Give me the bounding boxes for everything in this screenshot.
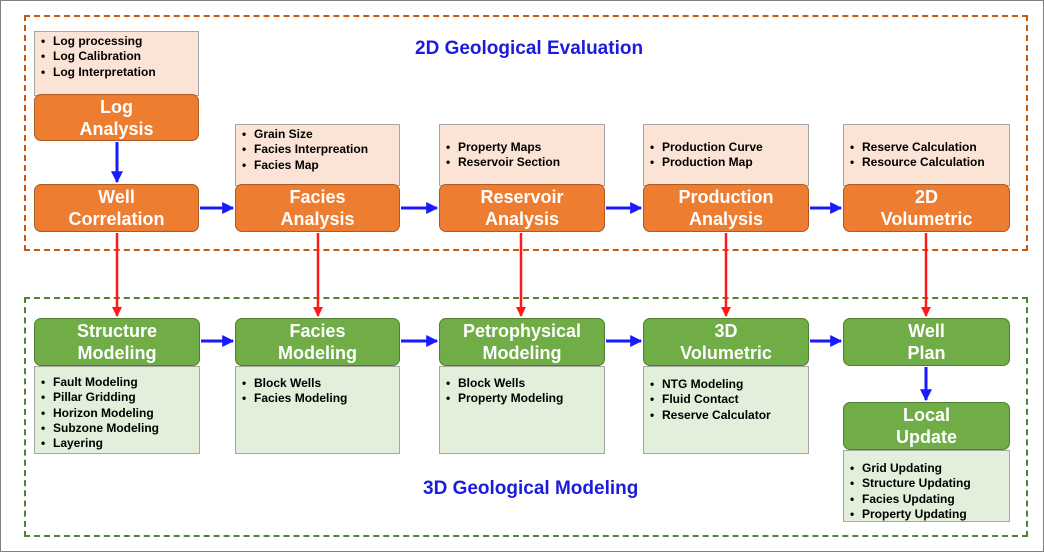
note-item: Facies Map <box>242 158 393 173</box>
box-label: Facies <box>289 321 346 341</box>
box-label: Structure <box>76 321 157 341</box>
structure-modeling-box: Structure Modeling <box>34 318 200 366</box>
box-label: Production <box>678 187 774 207</box>
box-label: Log <box>100 96 133 117</box>
volumetric-2d-notes: Reserve Calculation Resource Calculation <box>843 124 1010 186</box>
evaluation-group <box>24 15 1028 251</box>
volumetric-3d-notes: NTG Modeling Fluid Contact Reserve Calcu… <box>643 366 809 454</box>
facies-analysis-notes: Grain Size Facies Interpreation Facies M… <box>235 124 400 186</box>
note-item: Grid Updating <box>850 461 1003 476</box>
box-label: Petrophysical <box>462 321 582 341</box>
box-label: Local <box>902 405 950 425</box>
note-item: NTG Modeling <box>650 377 802 392</box>
note-item: Property Updating <box>850 507 1003 522</box>
box-label: Analysis <box>280 209 355 229</box>
note-item: Log Calibration <box>41 49 192 64</box>
well-plan-box: Well Plan <box>843 318 1010 366</box>
box-label: Update <box>895 427 957 447</box>
box-label: Analysis <box>79 118 154 139</box>
volumetric-2d-box: 2D Volumetric <box>843 184 1010 232</box>
note-item: Fault Modeling <box>41 375 193 390</box>
volumetric-3d-box: 3D Volumetric <box>643 318 809 366</box>
modeling-title: 3D Geological Modeling <box>423 478 639 499</box>
note-item: Reservoir Section <box>446 155 598 170</box>
box-label: Analysis <box>688 209 764 229</box>
box-label: 3D <box>714 321 738 341</box>
note-item: Log processing <box>41 34 192 49</box>
box-label: Well <box>98 187 135 207</box>
note-item: Log Interpretation <box>41 65 192 80</box>
note-item: Layering <box>41 436 193 451</box>
note-item: Facies Interpreation <box>242 142 393 157</box>
note-item: Block Wells <box>242 376 393 391</box>
facies-modeling-notes: Block Wells Facies Modeling <box>235 366 400 454</box>
note-item: Resource Calculation <box>850 155 1003 170</box>
note-item: Fluid Contact <box>650 392 802 407</box>
production-analysis-notes: Production Curve Production Map <box>643 124 809 186</box>
note-item: Subzone Modeling <box>41 421 193 436</box>
facies-modeling-box: Facies Modeling <box>235 318 400 366</box>
note-item: Structure Updating <box>850 476 1003 491</box>
evaluation-title: 2D Geological Evaluation <box>415 38 644 59</box>
box-label: Correlation <box>68 209 165 229</box>
note-item: Production Curve <box>650 140 802 155</box>
box-label: Plan <box>907 343 946 363</box>
note-item: Facies Modeling <box>242 391 393 406</box>
box-label: Volumetric <box>880 209 973 229</box>
reservoir-analysis-notes: Property Maps Reservoir Section <box>439 124 605 186</box>
note-item: Facies Updating <box>850 492 1003 507</box>
box-label: Modeling <box>482 343 562 363</box>
box-label: Volumetric <box>680 343 772 363</box>
box-label: Analysis <box>484 209 560 229</box>
box-label: 2D <box>914 187 938 207</box>
note-item: Reserve Calculator <box>650 408 802 423</box>
note-item: Block Wells <box>446 376 598 391</box>
box-label: Well <box>908 321 945 341</box>
note-item: Production Map <box>650 155 802 170</box>
modeling-group <box>24 297 1028 537</box>
petrophysical-modeling-box: Petrophysical Modeling <box>439 318 605 366</box>
structure-modeling-notes: Fault Modeling Pillar Gridding Horizon M… <box>34 366 200 454</box>
reservoir-analysis-box: Reservoir Analysis <box>439 184 605 232</box>
facies-analysis-box: Facies Analysis <box>235 184 400 232</box>
local-update-notes: Grid Updating Structure Updating Facies … <box>843 450 1010 522</box>
box-label: Facies <box>289 187 346 207</box>
box-label: Reservoir <box>480 187 564 207</box>
well-correlation-box: Well Correlation <box>34 184 199 232</box>
note-item: Property Maps <box>446 140 598 155</box>
production-analysis-box: Production Analysis <box>643 184 809 232</box>
note-item: Property Modeling <box>446 391 598 406</box>
local-update-box: Local Update <box>843 402 1010 450</box>
note-item: Horizon Modeling <box>41 406 193 421</box>
box-label: Modeling <box>278 343 357 363</box>
note-item: Grain Size <box>242 127 393 142</box>
log-analysis-box: Log Analysis <box>34 94 199 141</box>
note-item: Reserve Calculation <box>850 140 1003 155</box>
petrophysical-modeling-notes: Block Wells Property Modeling <box>439 366 605 454</box>
box-label: Modeling <box>77 343 157 363</box>
note-item: Pillar Gridding <box>41 390 193 405</box>
